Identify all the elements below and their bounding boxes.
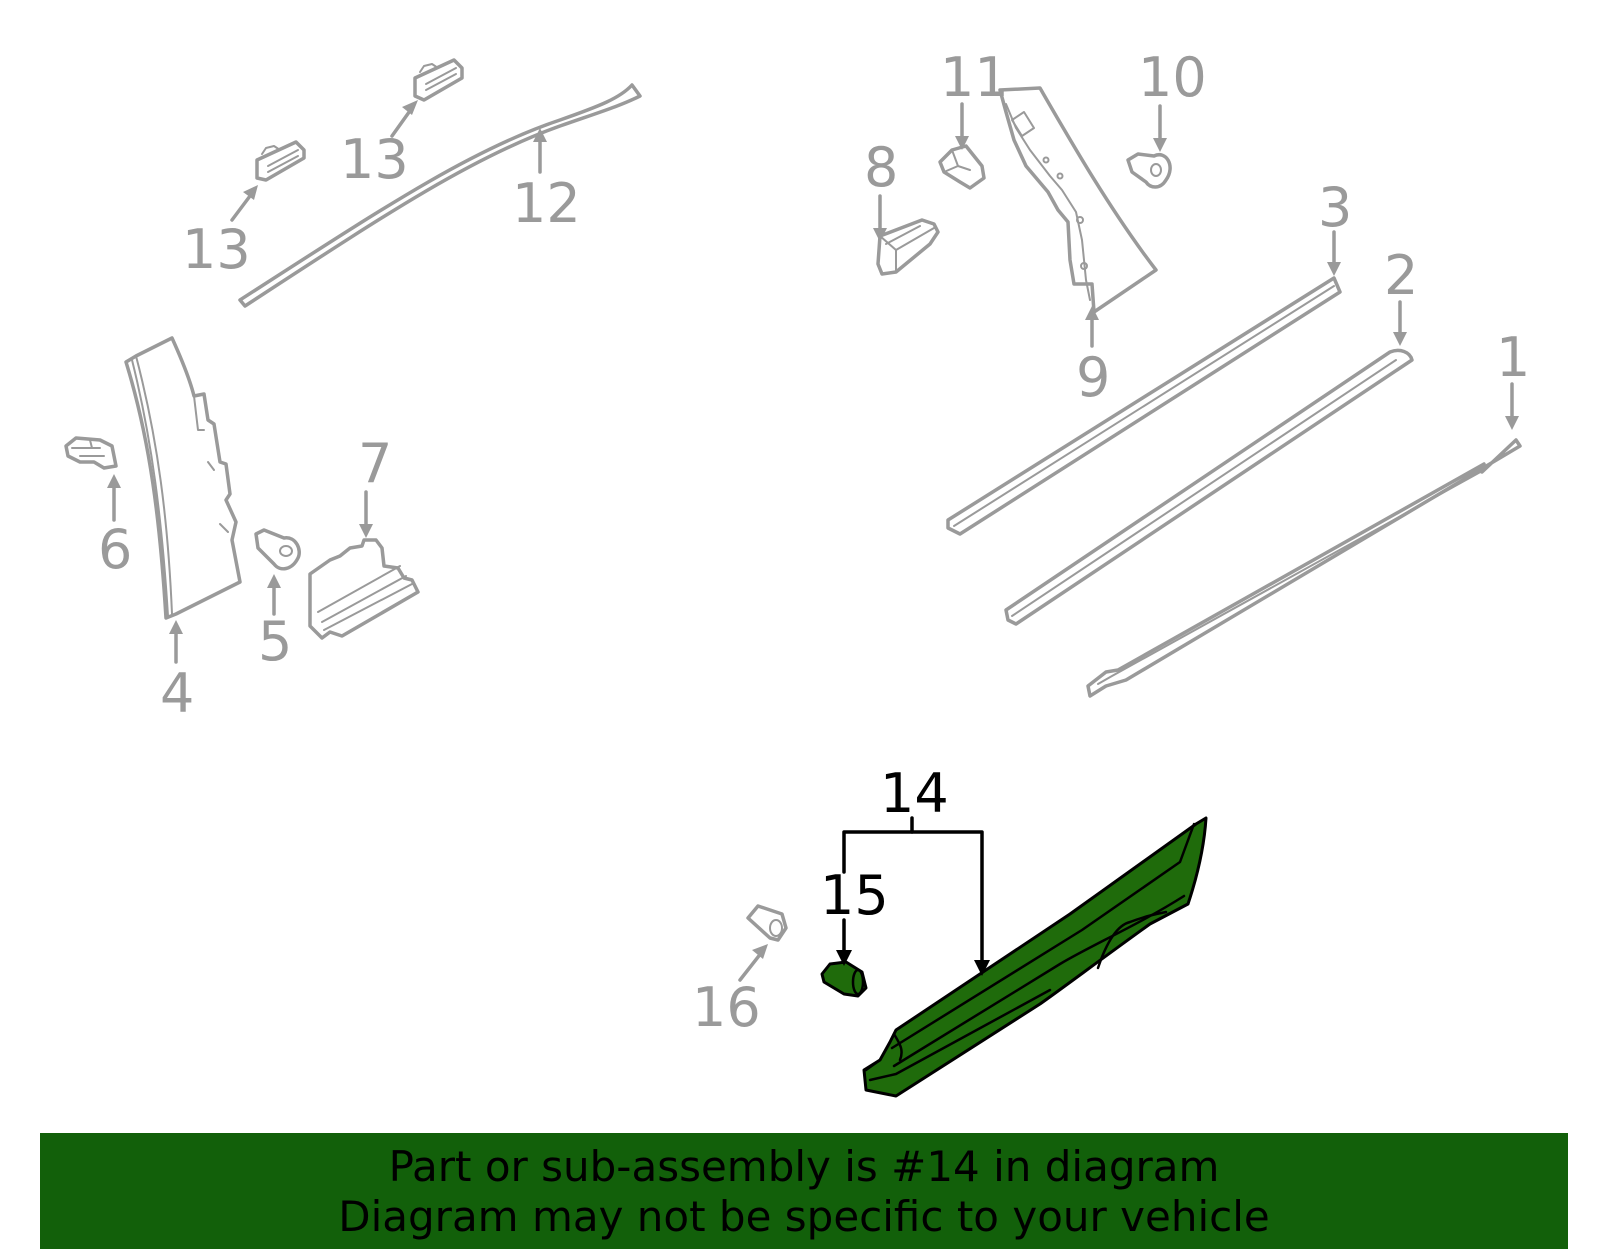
callout-7-label: 7	[358, 432, 392, 495]
part-7-bracket	[308, 538, 420, 640]
callout-15-label: 15	[820, 864, 889, 927]
callout-3: 3	[1318, 176, 1352, 276]
parts-diagram: 12 13 13 4 6	[64, 46, 1530, 1098]
callout-8: 8	[864, 136, 898, 242]
callout-5: 5	[258, 574, 292, 673]
callout-9: 9	[1076, 306, 1110, 409]
callout-11-label: 11	[940, 46, 1009, 109]
callout-12: 12	[512, 128, 581, 235]
callout-13b-label: 13	[340, 128, 409, 191]
part-16-clip	[746, 904, 788, 942]
callout-13b: 13	[340, 100, 418, 191]
part-13-clip-left	[255, 140, 306, 182]
part-13-clip-right	[413, 58, 464, 102]
part-10-pushpin	[1126, 152, 1172, 189]
callout-2-label: 2	[1384, 244, 1418, 307]
part-6-clip	[64, 436, 118, 470]
callout-6-label: 6	[98, 518, 132, 581]
callout-10-label: 10	[1138, 46, 1207, 109]
part-2-molding	[1004, 348, 1414, 626]
callout-2: 2	[1384, 244, 1418, 346]
callout-8-label: 8	[864, 136, 898, 199]
info-banner: Part or sub-assembly is #14 in diagram D…	[40, 1133, 1568, 1249]
banner-line-2: Diagram may not be specific to your vehi…	[338, 1192, 1270, 1241]
part-12-roof-molding	[238, 83, 642, 308]
callout-11: 11	[940, 46, 1009, 150]
callout-13a: 13	[182, 185, 258, 281]
callout-1-label: 1	[1496, 326, 1530, 389]
callout-10: 10	[1138, 46, 1207, 152]
part-1-molding	[1086, 438, 1522, 698]
callout-15: 15	[820, 864, 889, 966]
part-3-molding	[946, 276, 1342, 536]
part-9-pillar-trim	[998, 86, 1158, 314]
callout-16-label: 16	[692, 976, 761, 1039]
callout-12-label: 12	[512, 172, 581, 235]
callout-4: 4	[160, 620, 194, 725]
part-11-bracket	[938, 144, 986, 190]
callout-4-label: 4	[160, 662, 194, 725]
part-5-pushpin	[254, 528, 301, 571]
part-15-clip	[820, 960, 868, 998]
callout-16: 16	[692, 944, 768, 1039]
callout-5-label: 5	[258, 610, 292, 673]
part-14-door-molding	[862, 816, 1208, 1098]
callout-13a-label: 13	[182, 218, 251, 281]
callout-9-label: 9	[1076, 346, 1110, 409]
part-8-clip	[876, 218, 940, 276]
callout-6: 6	[98, 474, 132, 581]
callout-3-label: 3	[1318, 176, 1352, 239]
callout-7: 7	[358, 432, 392, 538]
part-4-pillar	[124, 336, 242, 620]
banner-line-1: Part or sub-assembly is #14 in diagram	[388, 1142, 1220, 1191]
callout-14: 14	[842, 762, 990, 976]
callout-14-label: 14	[880, 762, 949, 825]
callout-1: 1	[1496, 326, 1530, 430]
